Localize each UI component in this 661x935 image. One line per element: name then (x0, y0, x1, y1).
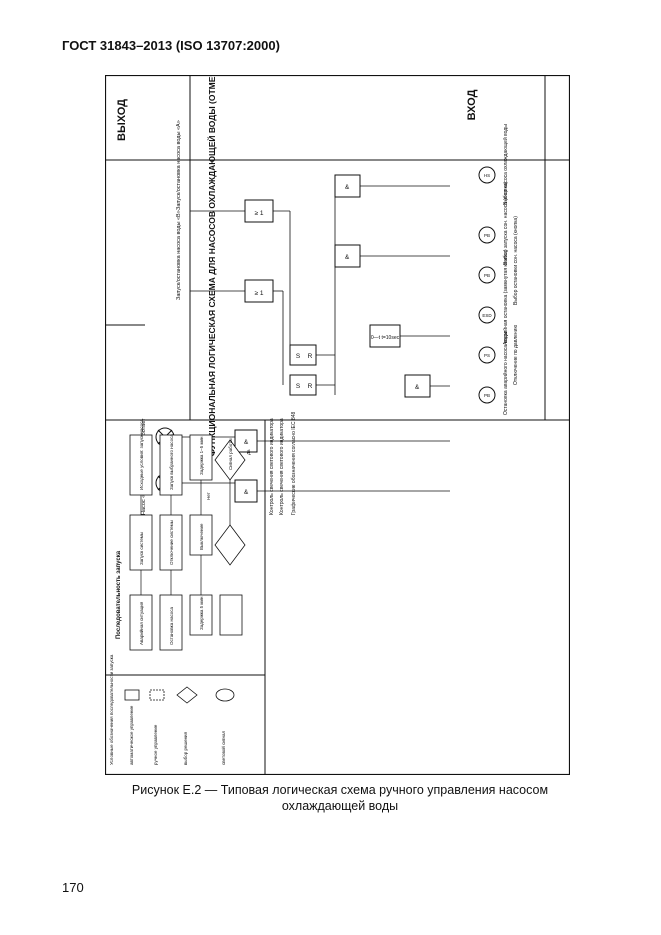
indicator-note: Контроль свечения светового индикатора (269, 418, 275, 515)
flow-step-text: Запуск выбранного насоса (169, 434, 174, 490)
flow-connectors (140, 480, 231, 595)
input-label: Выбор запуска сон. насоса (кнопка) (503, 181, 509, 265)
lamp-gate-label: & (244, 489, 249, 496)
flow-decision (214, 524, 246, 566)
legend-item: автоматическое управление (129, 705, 134, 765)
or-gate-label: ≥ 1 (255, 290, 264, 297)
reset-label: R (308, 353, 313, 360)
logic-diagram: ВЫХОД Запуск/остановка насоса воды «А» З… (104, 44, 571, 776)
input-badge-icon (478, 266, 496, 284)
input-badge-icon (478, 226, 496, 244)
and-gate-label: & (345, 184, 350, 191)
badge-text: HS (484, 173, 490, 178)
flow-step-text: Нет (206, 492, 211, 500)
flow-step-text: Отключение системы (169, 520, 174, 565)
figure-caption: Рисунок Е.2 — Типовая логическая схема р… (120, 782, 560, 814)
flow-step-text: Исходные условия: запуск насоса (139, 419, 144, 490)
badge-text: PB (484, 393, 490, 398)
flow-step-text: Сигнал работы (228, 438, 233, 470)
input-label: Остановка аварийного насоса воды (502, 331, 509, 415)
timer-label: 0—t t=10sec (371, 335, 400, 341)
set-label: S (296, 353, 301, 360)
set-label: S (296, 383, 301, 390)
input-label: Выбор остановки сон. насоса (кнопка) (513, 216, 519, 305)
input-badge-icon (478, 346, 496, 364)
badge-text: PS (484, 353, 490, 358)
function-title: ФУНКЦИОНАЛЬНАЯ ЛОГИЧЕСКАЯ СХЕМА ДЛЯ НАСО… (206, 75, 217, 456)
input-badge-icon (478, 386, 496, 404)
input-label: Отключение по давлению (513, 325, 519, 385)
input-title: ВХОД (466, 89, 478, 120)
output-title: ВЫХОД (116, 99, 128, 141)
legend-item: выбор решения (183, 731, 188, 765)
output-label: Запуск/остановка насоса воды «А» (176, 120, 182, 210)
flow-step-text: Задержка 1–5 мин (199, 436, 204, 475)
flow-step (219, 594, 243, 636)
output-label: Запуск/остановка насоса воды «В» (176, 210, 182, 300)
legend-item: ручное управление (153, 724, 158, 765)
flowchart-title: Последовательность запуска (116, 550, 122, 639)
input-badge-icon (478, 306, 496, 324)
reset-label: R (308, 383, 313, 390)
indicator-note: Контроль свечения светового индикатора (279, 418, 285, 515)
flow-step-text: Да (246, 449, 251, 455)
flow-step-text: Остановка насоса (169, 606, 174, 645)
page-number: 170 (62, 880, 84, 895)
flow-step-text: Задержка 5 мин (199, 596, 204, 630)
badge-text: ESD (482, 313, 492, 318)
document-header: ГОСТ 31843–2013 (ISO 13707:2000) (62, 38, 280, 53)
flow-step-text: Аварийная ситуация (138, 601, 144, 645)
lamp-gate-label: & (244, 439, 249, 446)
caption-line-2: охлаждающей воды (281, 799, 399, 813)
and-gate-label: & (345, 254, 350, 261)
input-label: Аварийная остановка (замкнутая кнопка) (502, 249, 509, 345)
graphic-note: Графические обозначения согласно IEC 848 (291, 411, 297, 515)
input-label: Выбор насоса охлаждающей воды (502, 124, 509, 205)
input-badge-icon (478, 166, 496, 184)
caption-line-1: Рисунок Е.2 — Типовая логическая схема р… (131, 783, 549, 797)
legend-title: Условные обозначения последовательности … (109, 654, 114, 765)
legend-symbols (124, 686, 235, 704)
flow-step-text: Выключение (199, 523, 204, 550)
and-gate-label: & (415, 384, 420, 391)
or-gate-label: ≥ 1 (255, 210, 264, 217)
logic-diagram-figure: ВЫХОД Запуск/остановка насоса воды «А» З… (104, 44, 571, 776)
badge-text: PB (484, 233, 490, 238)
flow-step-text: Запуск системы (139, 532, 144, 565)
legend-item: световой сигнал (220, 731, 226, 765)
input-badges (478, 166, 496, 404)
badge-text: PB (484, 273, 490, 278)
